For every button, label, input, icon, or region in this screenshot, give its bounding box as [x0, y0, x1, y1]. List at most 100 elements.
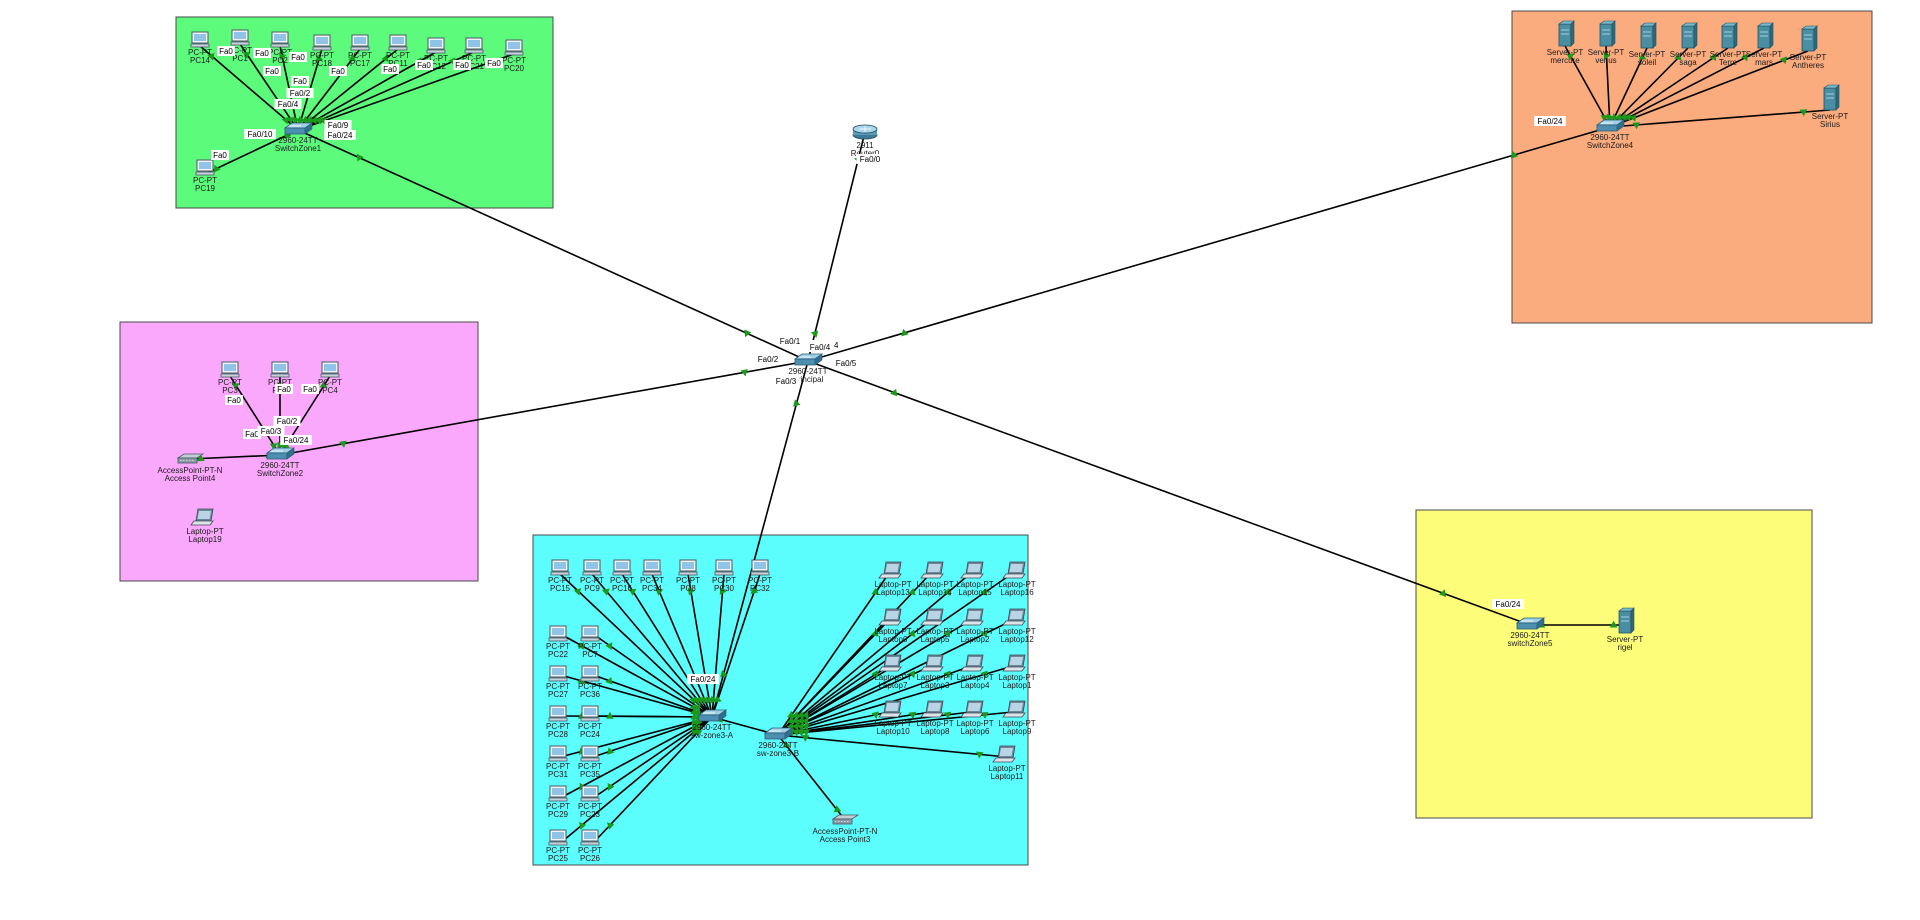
laptop-icon[interactable]: [1002, 608, 1026, 626]
cable-link[interactable]: [199, 45, 299, 131]
server-icon[interactable]: [1618, 607, 1635, 634]
cable-link[interactable]: [1609, 47, 1648, 128]
pc-icon[interactable]: [504, 39, 524, 56]
cable-link[interactable]: [711, 360, 809, 718]
cable-link[interactable]: [563, 675, 713, 718]
cable-link[interactable]: [807, 360, 1531, 626]
switch-icon[interactable]: [1595, 119, 1626, 132]
cable-link[interactable]: [563, 716, 713, 841]
cable-link[interactable]: [651, 573, 713, 718]
pc-icon[interactable]: [548, 705, 568, 722]
cable-link[interactable]: [1609, 109, 1831, 128]
laptop-icon[interactable]: [878, 654, 902, 672]
router-icon[interactable]: [852, 124, 878, 140]
pc-icon[interactable]: [426, 37, 446, 54]
cable-link[interactable]: [687, 573, 713, 718]
pc-icon[interactable]: [230, 29, 250, 46]
server-icon[interactable]: [1681, 22, 1698, 49]
cable-link[interactable]: [1609, 47, 1729, 128]
pc-icon[interactable]: [270, 361, 290, 378]
cable-link[interactable]: [807, 131, 866, 362]
cable-link[interactable]: [777, 572, 1014, 736]
laptop-icon[interactable]: [960, 700, 984, 718]
pc-icon[interactable]: [220, 361, 240, 378]
pc-icon[interactable]: [312, 34, 332, 51]
pc-icon[interactable]: [642, 559, 662, 576]
switch-icon[interactable]: [793, 353, 824, 366]
cable-link[interactable]: [595, 675, 713, 718]
cable-link[interactable]: [297, 51, 475, 131]
laptop-icon[interactable]: [920, 654, 944, 672]
cable-link[interactable]: [297, 53, 515, 131]
server-icon[interactable]: [1640, 22, 1657, 49]
laptop-icon[interactable]: [878, 700, 902, 718]
cable-link[interactable]: [279, 360, 809, 456]
laptop-icon[interactable]: [1002, 561, 1026, 579]
cable-link[interactable]: [563, 716, 713, 797]
cable-link[interactable]: [1609, 50, 1809, 128]
cable-link[interactable]: [595, 635, 713, 718]
pc-icon[interactable]: [388, 34, 408, 51]
switch-icon[interactable]: [763, 727, 794, 740]
cable-link[interactable]: [777, 572, 972, 736]
pc-icon[interactable]: [548, 625, 568, 642]
laptop-icon[interactable]: [878, 561, 902, 579]
laptop-icon[interactable]: [920, 700, 944, 718]
switch-icon[interactable]: [265, 447, 296, 460]
cable-link[interactable]: [591, 573, 713, 718]
pc-icon[interactable]: [195, 159, 215, 176]
cable-link[interactable]: [239, 43, 299, 131]
cable-link[interactable]: [297, 51, 437, 131]
cable-link[interactable]: [711, 573, 725, 718]
laptop-icon[interactable]: [1002, 700, 1026, 718]
pc-icon[interactable]: [548, 665, 568, 682]
cable-link[interactable]: [777, 665, 1014, 736]
cable-link[interactable]: [777, 619, 1014, 736]
pc-icon[interactable]: [678, 559, 698, 576]
cable-link[interactable]: [807, 126, 1611, 362]
laptop-icon[interactable]: [920, 608, 944, 626]
pc-icon[interactable]: [320, 361, 340, 378]
pc-icon[interactable]: [464, 37, 484, 54]
pc-icon[interactable]: [548, 745, 568, 762]
pc-icon[interactable]: [580, 625, 600, 642]
server-icon[interactable]: [1823, 84, 1840, 111]
cable-link[interactable]: [563, 635, 713, 718]
pc-icon[interactable]: [190, 31, 210, 48]
laptop-icon[interactable]: [1002, 654, 1026, 672]
pc-icon[interactable]: [580, 745, 600, 762]
pc-icon[interactable]: [582, 559, 602, 576]
laptop-icon[interactable]: [992, 745, 1016, 763]
cable-link[interactable]: [204, 129, 299, 175]
pc-icon[interactable]: [580, 705, 600, 722]
cable-link[interactable]: [1609, 47, 1765, 128]
server-icon[interactable]: [1757, 22, 1774, 49]
laptop-icon[interactable]: [920, 561, 944, 579]
pc-icon[interactable]: [548, 829, 568, 846]
laptop-icon[interactable]: [190, 508, 214, 526]
pc-icon[interactable]: [714, 559, 734, 576]
access-point-icon[interactable]: [176, 453, 205, 464]
cable-link[interactable]: [1564, 45, 1611, 128]
server-icon[interactable]: [1721, 22, 1738, 49]
laptop-icon[interactable]: [960, 654, 984, 672]
switch-icon[interactable]: [283, 122, 314, 135]
pc-icon[interactable]: [580, 785, 600, 802]
server-icon[interactable]: [1801, 25, 1818, 52]
cable-link[interactable]: [229, 375, 281, 456]
pc-icon[interactable]: [580, 665, 600, 682]
cable-link[interactable]: [777, 734, 1008, 758]
cable-link[interactable]: [595, 716, 713, 841]
pc-icon[interactable]: [750, 559, 770, 576]
laptop-icon[interactable]: [878, 608, 902, 626]
cable-link[interactable]: [189, 454, 281, 460]
pc-icon[interactable]: [350, 34, 370, 51]
cable-link[interactable]: [711, 573, 761, 718]
cable-link[interactable]: [777, 734, 846, 821]
cable-link[interactable]: [777, 665, 972, 736]
zone4-area[interactable]: [1511, 10, 1873, 324]
cable-link[interactable]: [297, 129, 809, 362]
server-icon[interactable]: [1599, 20, 1616, 47]
access-point-icon[interactable]: [831, 814, 860, 825]
